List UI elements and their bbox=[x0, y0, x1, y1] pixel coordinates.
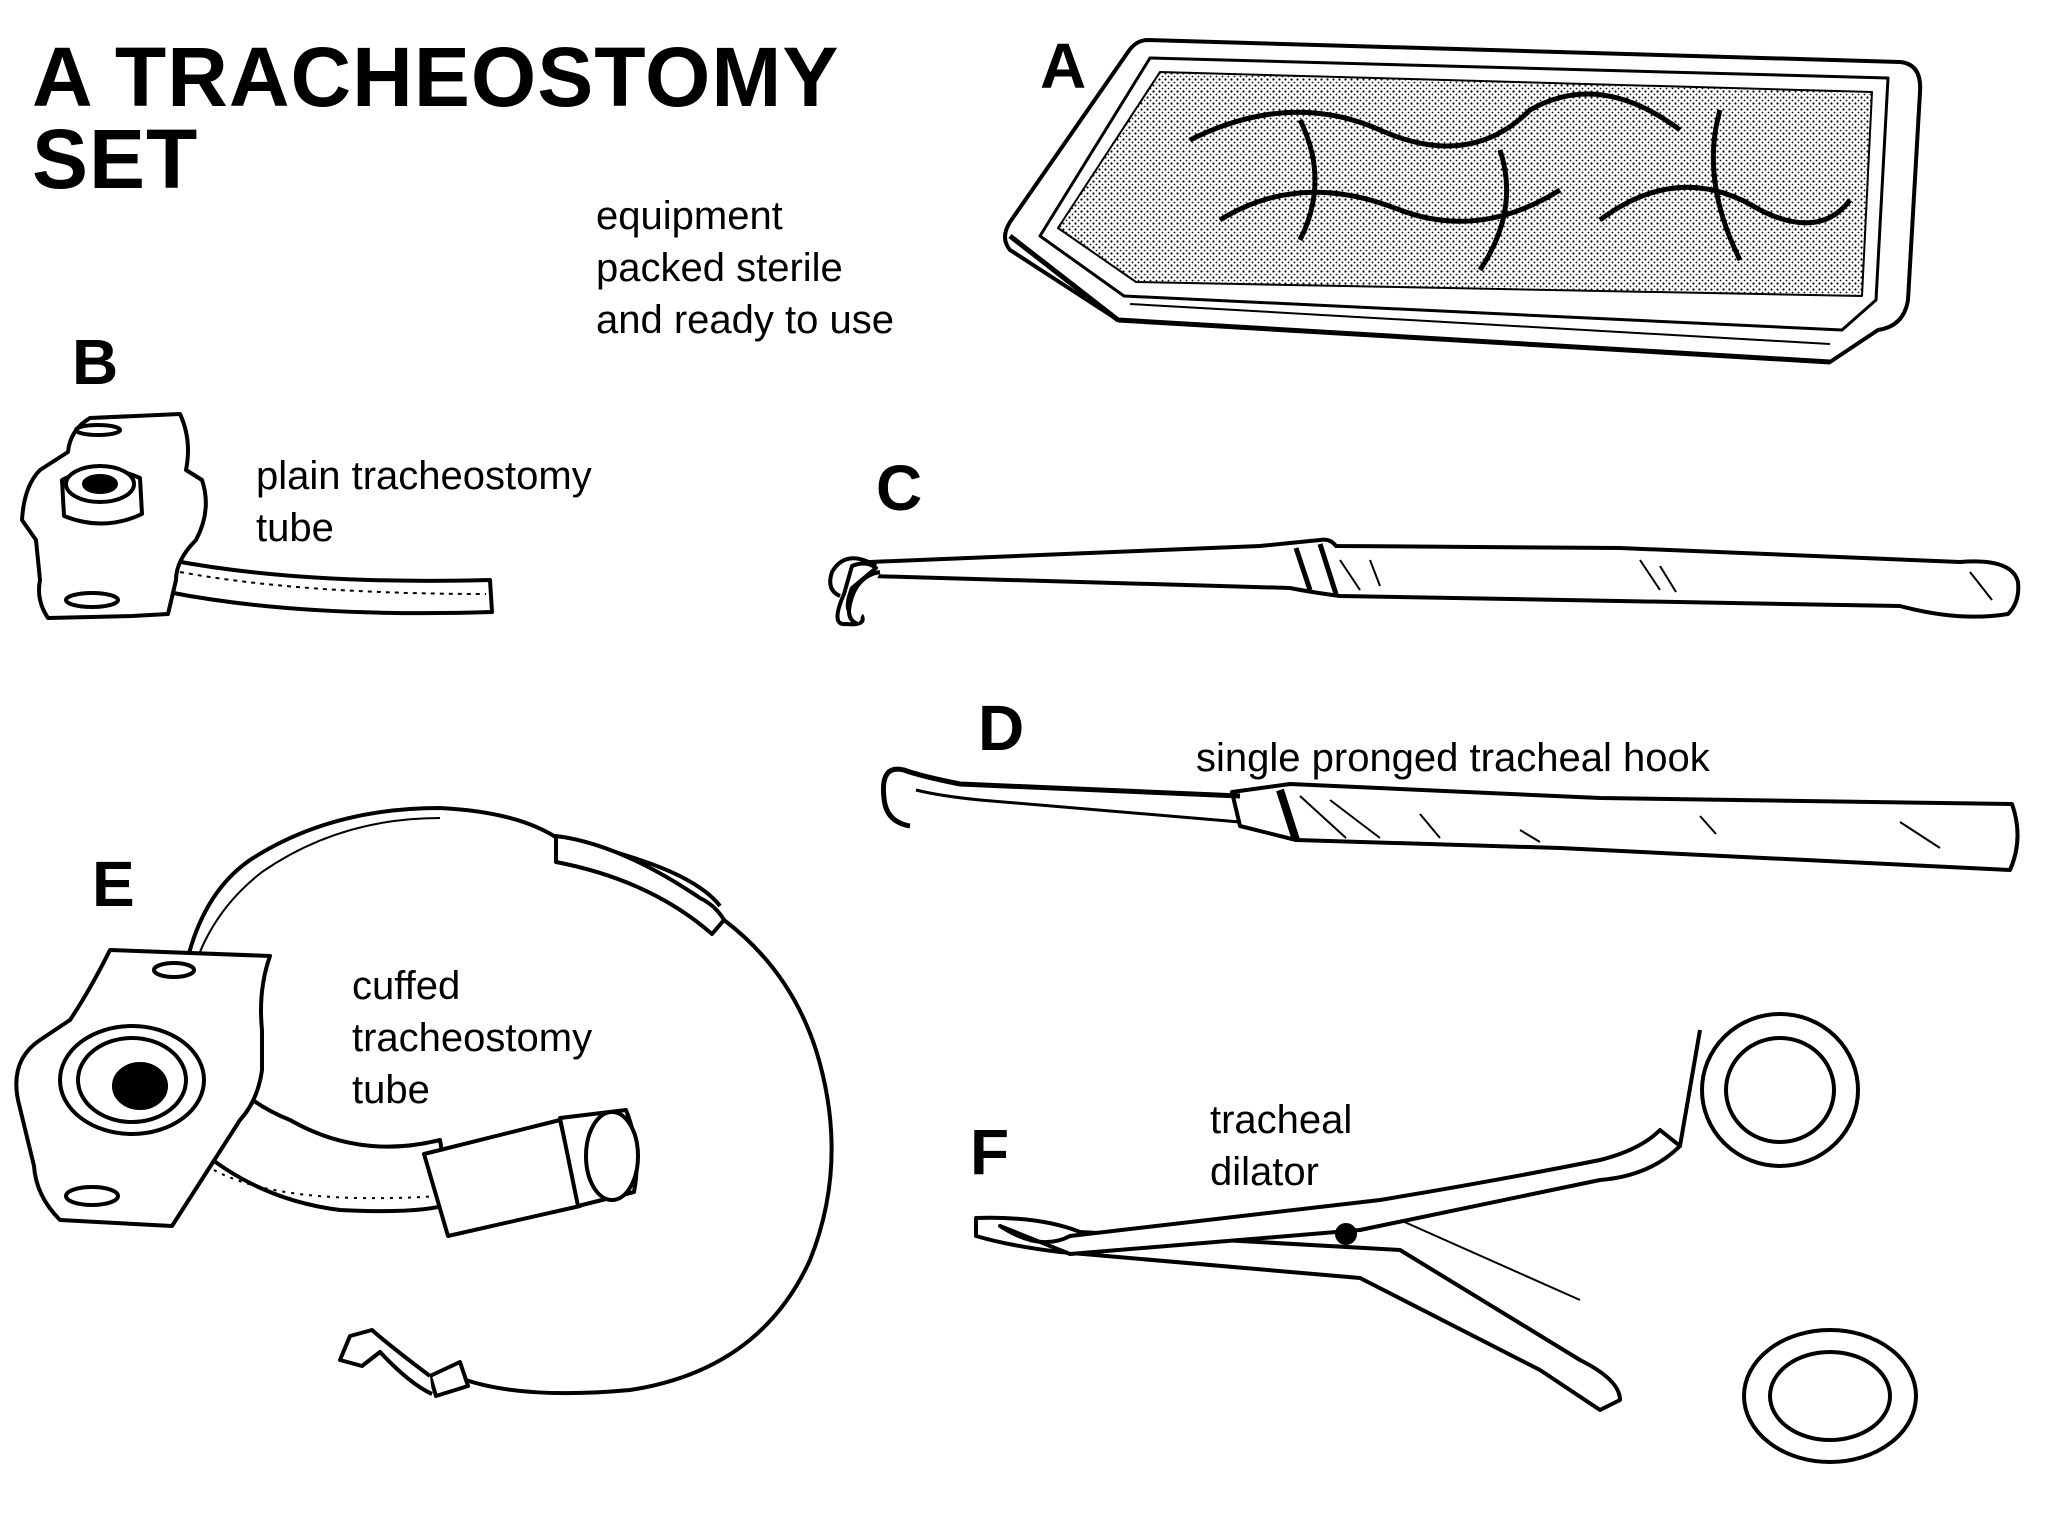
plain-tracheostomy-tube-illustration bbox=[20, 412, 494, 620]
figure-title: A TRACHEOSTOMY SET bbox=[32, 30, 840, 206]
caption-d: single pronged tracheal hook bbox=[1196, 736, 1710, 780]
caption-b: plain tracheostomy tube bbox=[256, 450, 592, 554]
label-f: F bbox=[970, 1116, 1010, 1188]
sterile-tray-illustration bbox=[1003, 38, 1923, 365]
caption-a-line-2: packed sterile bbox=[596, 246, 843, 290]
double-hook-illustration bbox=[828, 537, 2021, 627]
caption-b-line-1: plain tracheostomy bbox=[256, 454, 592, 498]
caption-e-line-1: cuffed bbox=[352, 964, 461, 1008]
caption-e-line-2: tracheostomy bbox=[352, 1016, 593, 1060]
caption-f-line-2: dilator bbox=[1210, 1150, 1319, 1194]
tracheal-dilator-illustration bbox=[974, 1012, 1918, 1464]
caption-b-line-2: tube bbox=[256, 506, 334, 550]
caption-a-line-1: equipment bbox=[596, 194, 783, 238]
caption-e: cuffed tracheostomy tube bbox=[352, 960, 592, 1116]
single-pronged-tracheal-hook-illustration bbox=[880, 766, 2020, 872]
label-e: E bbox=[92, 848, 135, 920]
caption-a: equipment packed sterile and ready to us… bbox=[596, 190, 894, 346]
label-c: C bbox=[876, 452, 923, 524]
label-d: D bbox=[978, 692, 1025, 764]
caption-a-line-3: and ready to use bbox=[596, 298, 894, 342]
caption-e-line-3: tube bbox=[352, 1068, 430, 1112]
title-line-1: A TRACHEOSTOMY bbox=[32, 30, 840, 124]
caption-f: tracheal dilator bbox=[1210, 1094, 1352, 1198]
title-line-2: SET bbox=[32, 112, 199, 206]
label-a: A bbox=[1040, 30, 1087, 102]
cuffed-tracheostomy-tube-illustration bbox=[14, 806, 834, 1398]
label-b: B bbox=[72, 326, 119, 398]
caption-f-line-1: tracheal bbox=[1210, 1098, 1353, 1142]
